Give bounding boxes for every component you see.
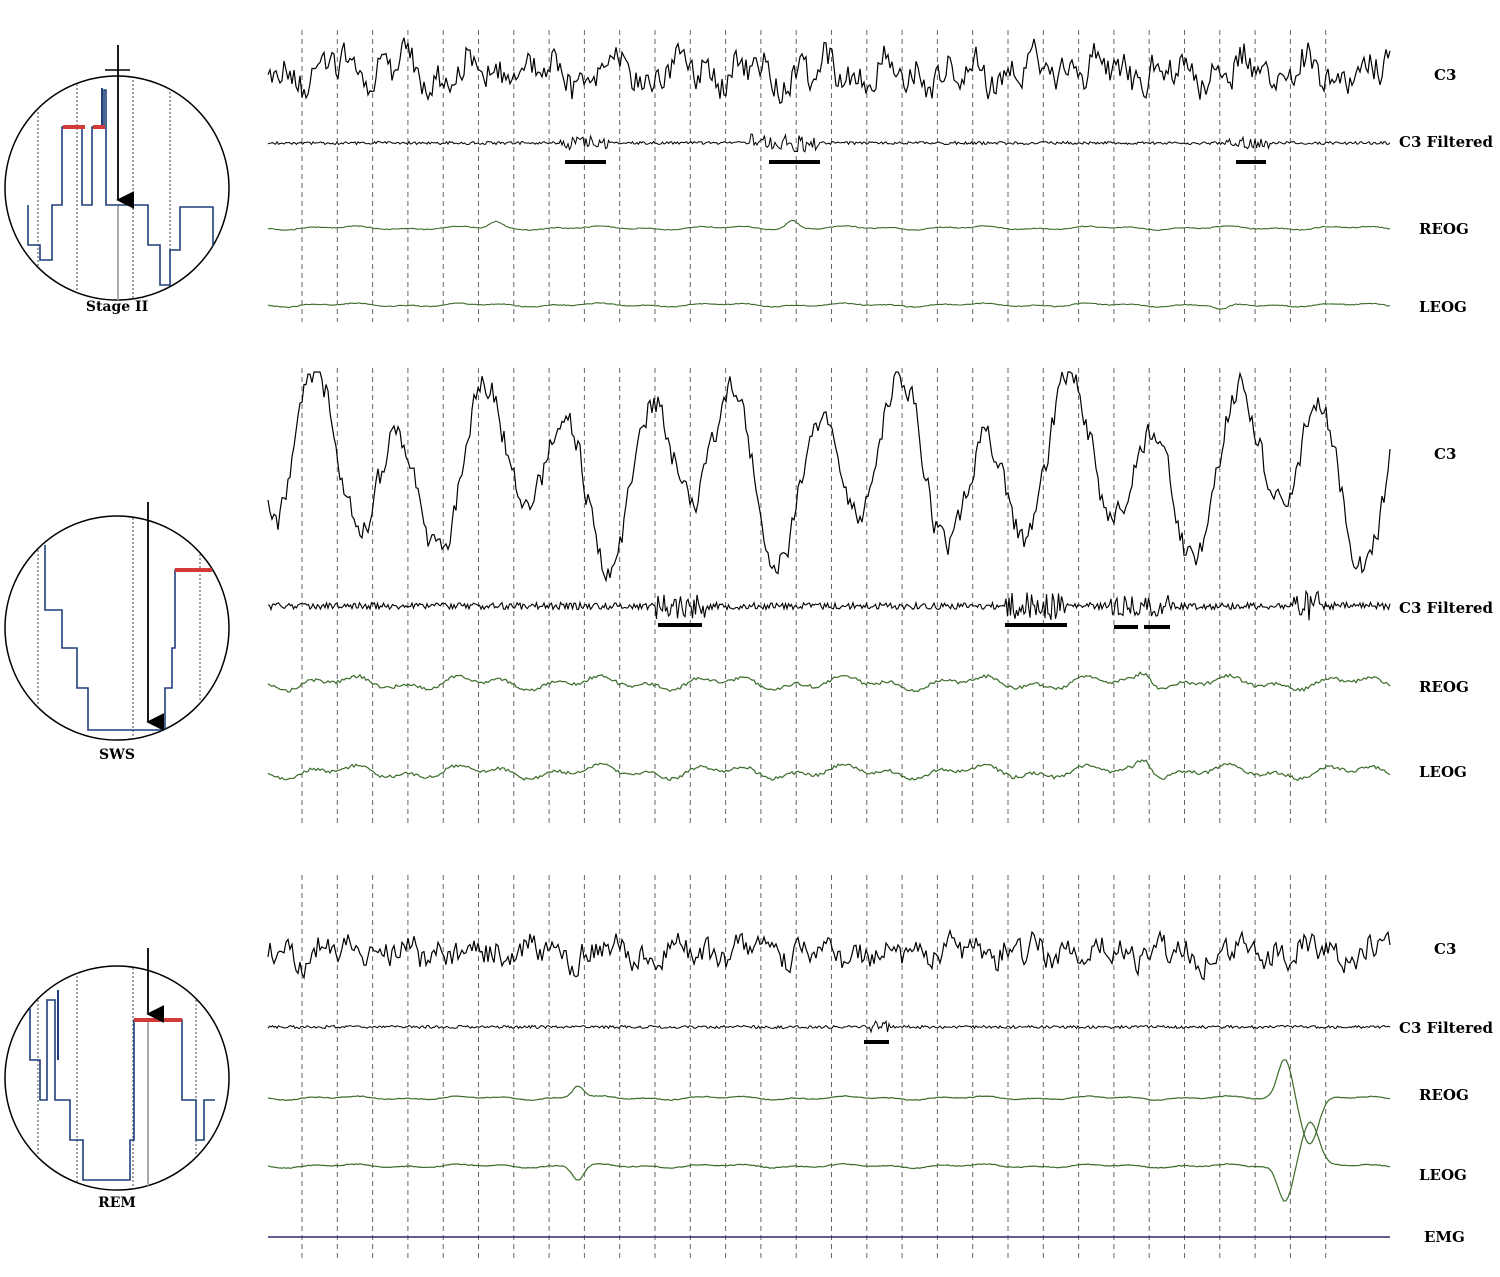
channel-label-leog: LEOG: [1419, 1166, 1467, 1184]
channel-label-c3-filtered: C3 Filtered: [1399, 133, 1494, 151]
trace-leog: [267, 759, 1391, 782]
time-gridlines-stage2: [301, 30, 1327, 322]
time-gridlines-sws: [301, 368, 1327, 826]
trace-c3: [267, 37, 1391, 105]
trace-leog: [267, 302, 1391, 310]
panel-rem: C3 C3 Filtered REOG LEOG EMG REM: [4, 928, 1494, 1246]
trace-reog: [267, 1059, 1391, 1145]
trace-c3-filtered: [267, 1019, 1391, 1034]
channel-label-leog: LEOG: [1419, 298, 1467, 316]
channel-label-reog: REOG: [1419, 1086, 1469, 1104]
time-gridlines-rem: [301, 875, 1327, 1262]
channel-label-reog: REOG: [1419, 678, 1469, 696]
channel-label-c3-filtered: C3 Filtered: [1399, 599, 1494, 617]
stage-label: Stage II: [86, 299, 148, 315]
stage-label: REM: [98, 1195, 136, 1211]
trace-c3: [267, 371, 1391, 583]
trace-c3-filtered: [267, 589, 1391, 621]
stage-label: SWS: [99, 747, 135, 763]
channel-label-c3-filtered: C3 Filtered: [1399, 1019, 1494, 1037]
channel-label-reog: REOG: [1419, 220, 1469, 238]
trace-reog: [267, 671, 1391, 693]
panel-sws: C3 C3 Filtered REOG LEOG SWS: [4, 371, 1494, 782]
spindle-markers: [658, 623, 1170, 629]
trace-c3: [267, 928, 1391, 981]
panel-stage2: C3 C3 Filtered REOG LEOG Stage II: [4, 37, 1494, 316]
hypnogram-inset-sws: SWS: [4, 502, 230, 763]
channel-label-c3: C3: [1434, 940, 1456, 958]
channel-label-c3: C3: [1434, 66, 1456, 84]
hypnogram-inset-rem: REM: [4, 948, 230, 1211]
hypnogram-inset-stage2: Stage II: [4, 45, 230, 315]
channel-label-leog: LEOG: [1419, 763, 1467, 781]
trace-leog: [267, 1121, 1391, 1202]
trace-reog: [267, 219, 1391, 231]
trace-c3-filtered: [267, 132, 1391, 153]
channel-label-c3: C3: [1434, 445, 1456, 463]
channel-label-emg: EMG: [1424, 1228, 1465, 1246]
